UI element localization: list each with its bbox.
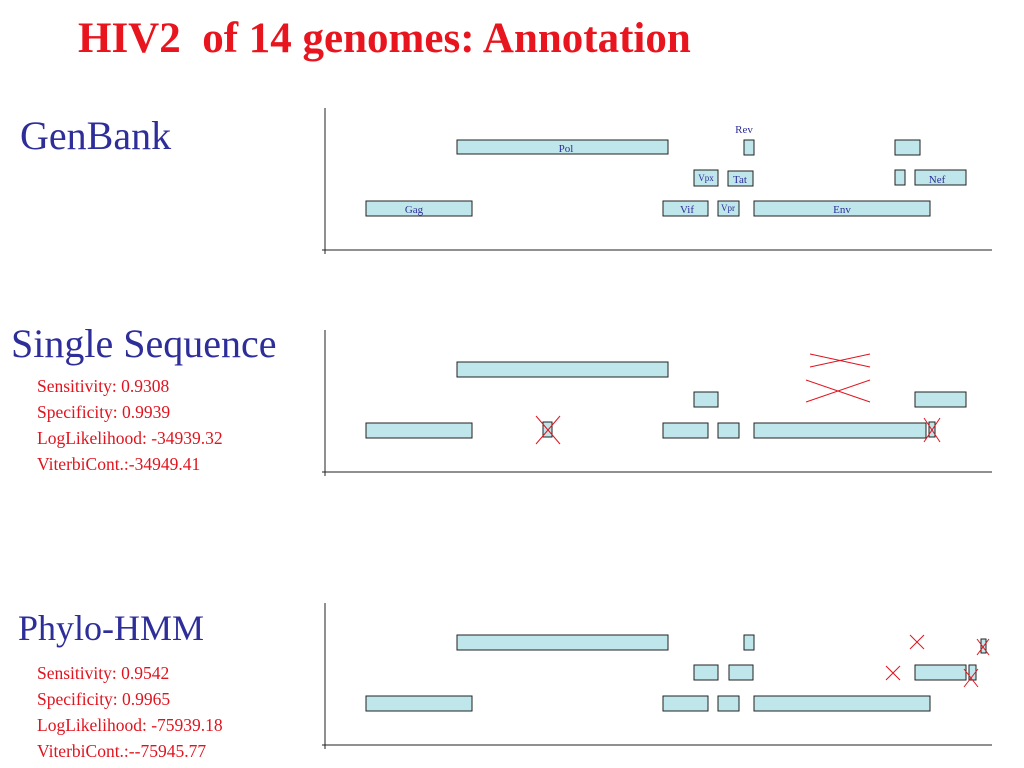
- phylo-specificity: Specificity: 0.9965: [37, 689, 171, 709]
- env-label: Env: [833, 204, 851, 216]
- single-sequence-annotation-track: [322, 330, 992, 480]
- pol-label: Pol: [559, 143, 574, 155]
- single-sensitivity: Sensitivity: 0.9308: [37, 376, 170, 396]
- phylo-hmm-stats: Sensitivity: 0.9542 Specificity: 0.9965 …: [37, 660, 223, 764]
- predicted-rev-exon1-gene: [743, 634, 755, 651]
- vpx-label: Vpx: [698, 173, 714, 183]
- predicted-vpx-gene: [693, 391, 719, 408]
- gag-label: Gag: [405, 204, 424, 216]
- predicted-nef-gene: [914, 391, 967, 408]
- false-positive-cross: [923, 417, 941, 443]
- single-track-svg: [322, 330, 992, 476]
- single-loglikelihood: LogLikelihood: -34939.32: [37, 428, 223, 448]
- slide-title: HIV2 of 14 genomes: Annotation: [78, 15, 691, 62]
- tat-gene: [727, 170, 754, 187]
- vif-gene: [662, 200, 709, 217]
- phylo-viterbi: ViterbiCont.:--75945.77: [37, 741, 207, 761]
- vpr-gene: [717, 200, 740, 217]
- phylo-hmm-heading: Phylo-HMM: [18, 608, 205, 648]
- predicted-vif-gene: [662, 422, 709, 439]
- predicted-vpr-gene: [717, 695, 740, 712]
- false-positive-cross: [535, 415, 561, 445]
- nef-gene: [914, 169, 967, 186]
- tat-label: Tat: [733, 174, 747, 186]
- single-sequence-heading: Single Sequence: [11, 321, 277, 366]
- predicted-gag-gene: [365, 695, 473, 712]
- genbank-heading: GenBank: [20, 113, 172, 158]
- missed-gene-cross: [885, 665, 901, 681]
- single-viterbi: ViterbiCont.:-34949.41: [37, 454, 201, 474]
- tat-exon2-gene: [894, 169, 906, 186]
- predicted-vpx-gene: [693, 664, 719, 681]
- predicted-env-gene: [753, 695, 931, 712]
- vif-label: Vif: [680, 204, 694, 216]
- false-positive-cross: [976, 638, 990, 656]
- gag-gene: [365, 200, 473, 217]
- rev-exon2-gene: [894, 139, 921, 156]
- predicted-nef-gene: [914, 664, 967, 681]
- predicted-pol-gene: [456, 361, 669, 378]
- predicted-gag-gene: [365, 422, 473, 439]
- vpr-label: Vpr: [721, 203, 735, 213]
- rev-label: Rev: [735, 124, 753, 136]
- phylo-sensitivity: Sensitivity: 0.9542: [37, 663, 170, 683]
- phylo-hmm-annotation-track: [322, 603, 992, 753]
- phylo-loglikelihood: LogLikelihood: -75939.18: [37, 715, 223, 735]
- nef-label: Nef: [929, 174, 946, 186]
- genbank-track-svg: Rev Pol Vpx Tat Nef Gag Vif Vpr Env: [322, 108, 992, 254]
- false-positive-cross: [963, 668, 979, 688]
- pol-gene: [456, 139, 669, 155]
- vpx-gene: [693, 169, 719, 187]
- env-gene: [753, 200, 931, 217]
- single-specificity: Specificity: 0.9939: [37, 402, 171, 422]
- predicted-vif-gene: [662, 695, 709, 712]
- missed-gene-cross: [809, 353, 871, 368]
- rev-exon1-gene: [743, 139, 755, 156]
- genbank-annotation-track: Rev Pol Vpx Tat Nef Gag Vif Vpr Env: [322, 108, 992, 258]
- single-sequence-stats: Sensitivity: 0.9308 Specificity: 0.9939 …: [37, 373, 223, 477]
- predicted-env-gene: [753, 422, 927, 439]
- phylo-track-svg: [322, 603, 992, 749]
- predicted-vpr-gene: [717, 422, 740, 439]
- missed-gene-cross: [909, 634, 925, 650]
- predicted-tat-gene: [728, 664, 754, 681]
- predicted-pol-gene: [456, 634, 669, 651]
- missed-gene-cross: [805, 379, 871, 403]
